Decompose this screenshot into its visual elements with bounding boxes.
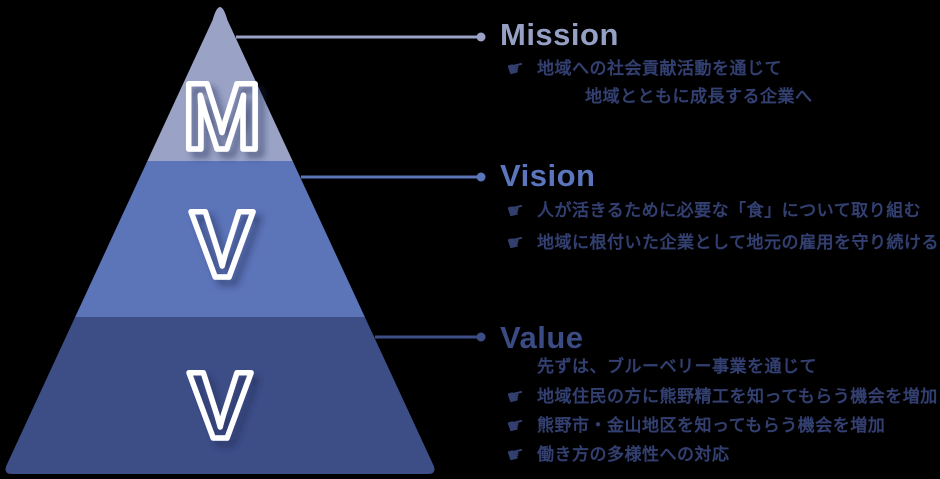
mission-line-1: ☛ 地域への社会貢献活動を通じて — [500, 56, 813, 82]
bullet-text: 地域への社会貢献活動を通じて — [537, 59, 782, 78]
pointing-hand-icon: ☛ — [504, 384, 528, 410]
bullet-text: 働き方の多様性への対応 — [537, 445, 730, 464]
value-intro-line: 先ずは、ブルーベリー事業を通じて — [500, 357, 938, 377]
tier-letter-m: M — [182, 64, 261, 170]
pointing-hand-icon: ☛ — [504, 442, 528, 468]
tier-letter-v-vision: V — [190, 192, 253, 298]
pointing-hand-icon: ☛ — [504, 413, 528, 439]
mission-line-2: 地域とともに成長する企業へ — [500, 87, 813, 107]
value-line-2: ☛ 熊野市・金山地区を知ってもらう機会を増加 — [500, 413, 938, 439]
value-title: Value — [500, 320, 584, 355]
pointing-hand-icon: ☛ — [504, 56, 528, 82]
bullet-text: 熊野市・金山地区を知ってもらう機会を増加 — [537, 416, 886, 435]
bullet-text: 人が活きるために必要な「食」について取り組む — [537, 201, 922, 220]
vision-title: Vision — [500, 158, 596, 193]
mission-section: Mission ☛ 地域への社会貢献活動を通じて 地域とともに成長する企業へ — [500, 19, 813, 107]
vision-line-1: ☛ 人が活きるために必要な「食」について取り組む — [500, 198, 939, 224]
vision-section: Vision ☛ 人が活きるために必要な「食」について取り組む ☛ 地域に根付い… — [500, 158, 939, 256]
pointing-hand-icon: ☛ — [504, 230, 528, 256]
value-line-1: ☛ 地域住民の方に熊野精工を知ってもらう機会を増加 — [500, 384, 938, 410]
connector-dot-mission — [476, 32, 486, 42]
tier-letter-v-value: V — [188, 353, 251, 459]
value-line-3: ☛ 働き方の多様性への対応 — [500, 442, 938, 468]
bullet-text: 地域に根付いた企業として地元の雇用を守り続ける — [537, 233, 939, 252]
vision-line-2: ☛ 地域に根付いた企業として地元の雇用を守り続ける — [500, 230, 939, 256]
mission-title: Mission — [500, 17, 619, 52]
pointing-hand-icon: ☛ — [504, 198, 528, 224]
connector-dot-vision — [476, 172, 486, 182]
value-section: Value 先ずは、ブルーベリー事業を通じて ☛ 地域住民の方に熊野精工を知って… — [500, 320, 938, 468]
pyramid-tier-value — [5, 317, 435, 474]
connector-dot-value — [476, 332, 486, 342]
bullet-text: 地域住民の方に熊野精工を知ってもらう機会を増加 — [537, 387, 938, 406]
bullet-text: 先ずは、ブルーベリー事業を通じて — [537, 357, 817, 376]
bullet-text: 地域とともに成長する企業へ — [585, 87, 813, 106]
